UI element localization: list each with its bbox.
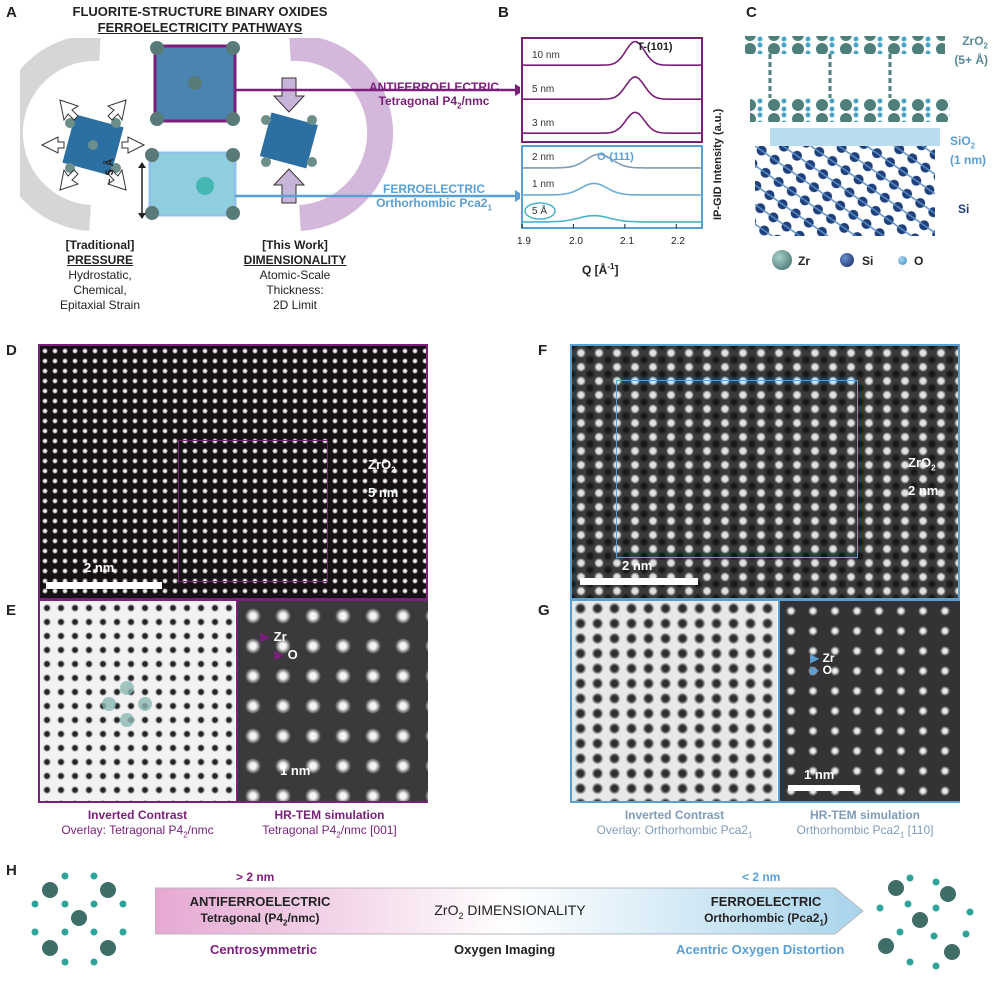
heterostructure-illustration <box>745 36 950 236</box>
traditional-curved-arrow <box>20 38 101 231</box>
zr-marker-e: ▶ Zr <box>260 629 287 644</box>
traditional-block: [Traditional] PRESSURE Hydrostatic, Chem… <box>59 238 141 312</box>
panel-label-f: F <box>538 342 548 359</box>
panel-label-h: H <box>6 862 17 879</box>
si-layer-label: Si <box>958 202 970 216</box>
centrosymmetric-lattice-icon <box>31 872 127 966</box>
series-5-highlight <box>524 202 556 220</box>
fe-frame <box>521 145 703 229</box>
scalebar-f <box>580 578 698 585</box>
x-tick-label-3: 2.2 <box>671 236 685 247</box>
dimensionality-title: ZrO2 DIMENSIONALITY <box>434 902 586 921</box>
caption-simulation-g: HR-TEM simulation Orthorhombic Pca21 [11… <box>796 808 934 840</box>
x-tick-label-0: 1.9 <box>517 236 531 247</box>
panel-label-e: E <box>6 602 17 619</box>
panel-g-frame: ▶ Zr ▶ O 1 nm <box>570 599 960 803</box>
zoom-box-f <box>616 380 858 558</box>
material-label-f: ZrO2 2 nm <box>908 455 939 498</box>
panel-label-d: D <box>6 342 17 359</box>
tem-image-f: ZrO2 2 nm 2 nm <box>570 344 960 600</box>
series-label-5: 5 Å <box>532 204 547 217</box>
panel-a-illustration <box>20 38 520 231</box>
si-legend-icon <box>840 253 854 267</box>
o-legend-label: O <box>914 254 924 268</box>
o-marker-e: ▶ O <box>274 647 298 662</box>
dimensionality-arrow <box>155 887 864 935</box>
scalebar-label-e: 1 nm <box>280 763 311 778</box>
series-label-2: 3 nm <box>532 118 554 129</box>
sio2-layer-label: SiO2 (1 nm) <box>950 134 986 168</box>
o-legend-icon <box>898 256 907 265</box>
centrosymmetric-caption: Centrosymmetric <box>210 942 317 957</box>
gid-chart: 10 nm 5 nm 3 nm 2 nm 1 nm 5 Å T-(101) O-(111) <box>521 37 703 229</box>
scalebar-label-f: 2 nm <box>622 558 653 573</box>
zoom-box-d <box>178 440 328 582</box>
series-label-1: 5 nm <box>532 84 554 95</box>
simulation-g: ▶ Zr ▶ O 1 nm <box>778 601 960 801</box>
panel-label-a: A <box>6 4 17 21</box>
inverted-contrast-e <box>40 601 235 801</box>
afe-phase-label: ANTIFERROELECTRIC Tetragonal (P42/nmc) <box>189 894 331 928</box>
series-line-0 <box>522 40 702 66</box>
material-label-d: ZrO2 5 nm <box>368 457 399 500</box>
oxygen-imaging-caption: Oxygen Imaging <box>454 942 556 957</box>
series-label-3: 2 nm <box>532 152 554 163</box>
acentric-caption: Acentric Oxygen Distortion <box>676 942 845 957</box>
caption-inverted-g: Inverted Contrast Overlay: Orthorhombic … <box>596 808 753 840</box>
size-right-label: < 2 nm <box>742 870 781 884</box>
o-marker-g: ▶ O <box>810 663 832 677</box>
scalebar-g <box>788 785 860 791</box>
fe-phase-label: FERROELECTRIC Orthorhombic (Pca21) <box>704 894 828 928</box>
thickness-label: ~ 5 Å <box>104 158 116 185</box>
zro2-top-layer <box>745 36 945 54</box>
sio2-layer <box>770 128 940 146</box>
gid-ylabel: IP-GID Intensity (a.u.) <box>712 108 724 220</box>
series-line-2 <box>522 111 702 134</box>
panel-label-c: C <box>746 4 757 21</box>
series-line-4 <box>522 182 702 196</box>
scalebar-label-g: 1 nm <box>804 767 835 782</box>
gid-xticks: 1.9 2.0 2.1 2.2 <box>514 236 710 250</box>
acentric-lattice-icon <box>876 874 974 970</box>
caption-simulation-e: HR-TEM simulation Tetragonal P42/nmc [00… <box>262 808 397 840</box>
series-line-5 <box>522 214 702 223</box>
x-tick-label-1: 2.0 <box>569 236 583 247</box>
panel-a-subtitle: FERROELECTRICITY PATHWAYS <box>97 20 303 35</box>
tem-image-d: ZrO2 5 nm 2 nm <box>38 344 428 600</box>
series-line-3 <box>522 153 702 169</box>
scalebar-d <box>46 582 162 589</box>
inverted-contrast-g <box>572 601 777 801</box>
peak-label-o: O-(111) <box>597 151 634 163</box>
series-line-1 <box>522 76 702 100</box>
tetragonal-crystal-icon <box>150 41 240 126</box>
caption-inverted-e: Inverted Contrast Overlay: Tetragonal P4… <box>61 808 214 840</box>
x-tick-label-2: 2.1 <box>620 236 634 247</box>
series-label-0: 10 nm <box>532 50 560 61</box>
series-label-4: 1 nm <box>532 179 554 190</box>
panel-a-title: FLUORITE-STRUCTURE BINARY OXIDES <box>72 4 328 19</box>
panel-label-b: B <box>498 4 509 21</box>
si-legend-label: Si <box>862 254 874 268</box>
zr-legend-icon <box>772 250 792 270</box>
fe-label: FERROELECTRIC Orthorhombic Pca21 <box>376 182 492 213</box>
zr-legend-label: Zr <box>798 254 810 268</box>
zro2-bottom-layer <box>750 98 950 122</box>
panel-e-frame: ▶ Zr ▶ O 1 nm <box>38 599 428 803</box>
work-curved-arrow <box>289 38 394 231</box>
si-substrate <box>755 146 935 236</box>
panel-label-g: G <box>538 602 550 619</box>
pressure-crystal-icon <box>40 99 146 191</box>
gid-xlabel: Q [Å-1] <box>582 262 619 277</box>
this-work-block: [This Work] DIMENSIONALITY Atomic-Scale … <box>243 238 347 312</box>
zr-marker-g: ▶ Zr <box>810 651 835 665</box>
size-left-label: > 2 nm <box>236 870 275 884</box>
simulation-e: ▶ Zr ▶ O 1 nm <box>236 601 428 801</box>
orthorhombic-crystal-icon <box>145 148 240 220</box>
afe-frame <box>521 37 703 143</box>
scalebar-label-d: 2 nm <box>84 560 115 575</box>
compressed-crystal-icon <box>259 77 318 204</box>
afe-label: ANTIFERROELECTRIC Tetragonal P42/nmc <box>369 80 499 111</box>
zro2-layer-label: ZrO2 (5+ Å) <box>954 34 988 68</box>
peak-label-t: T-(101) <box>637 41 673 53</box>
